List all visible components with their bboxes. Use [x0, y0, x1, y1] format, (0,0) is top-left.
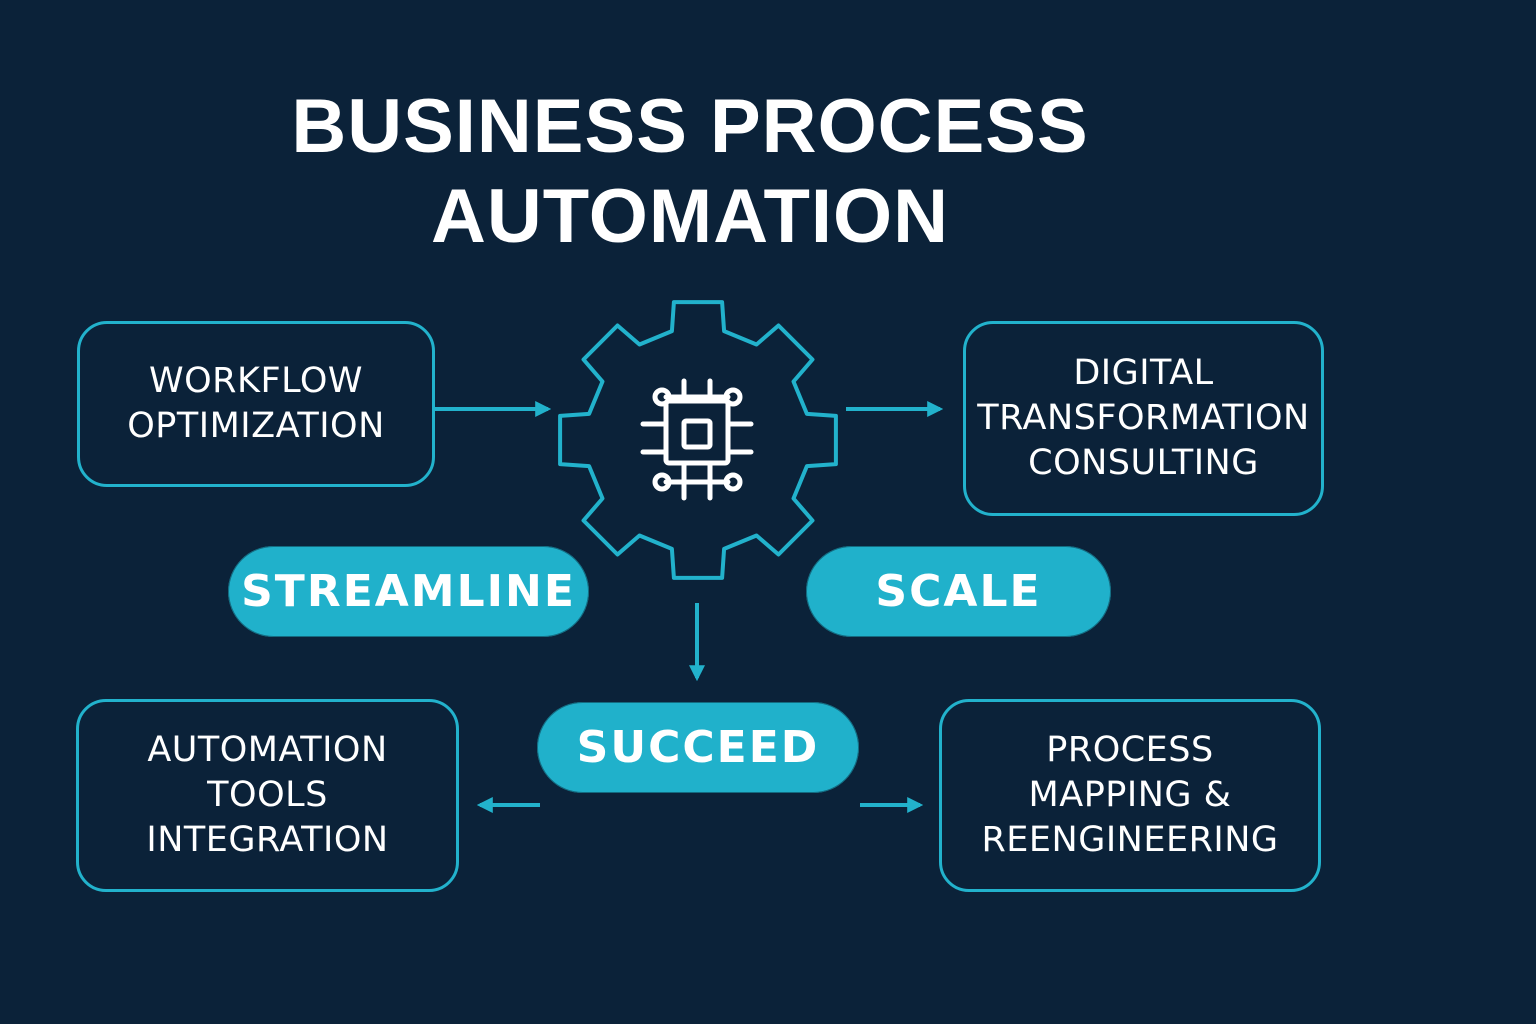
box-line: INTEGRATION	[146, 820, 389, 860]
box-line: DIGITAL	[1073, 353, 1214, 393]
pill-succeed: SUCCEED	[537, 702, 859, 793]
microchip-icon	[640, 378, 754, 501]
box-line: CONSULTING	[1028, 443, 1259, 483]
title-line-2: AUTOMATION	[430, 174, 950, 259]
box-line: OPTIMIZATION	[127, 406, 385, 446]
box-automation-tools: AUTOMATION TOOLS INTEGRATION	[76, 699, 459, 892]
pill-label: SUCCEED	[576, 722, 820, 773]
box-line: REENGINEERING	[981, 820, 1279, 860]
box-line: WORKFLOW	[149, 361, 363, 401]
pill-label: SCALE	[875, 566, 1042, 617]
gear-icon	[558, 300, 838, 580]
title-line-1: BUSINESS PROCESS	[291, 84, 1089, 169]
pill-streamline: STREAMLINE	[228, 546, 589, 637]
box-line: PROCESS	[1046, 730, 1214, 770]
page-title: BUSINESS PROCESS AUTOMATION	[190, 82, 1190, 262]
box-digital-transformation: DIGITAL TRANSFORMATION CONSULTING	[963, 321, 1324, 516]
box-line: TOOLS	[207, 775, 328, 815]
box-line: AUTOMATION	[147, 730, 388, 770]
pill-scale: SCALE	[806, 546, 1111, 637]
box-process-mapping: PROCESS MAPPING & REENGINEERING	[939, 699, 1321, 892]
box-workflow-optimization: WORKFLOW OPTIMIZATION	[77, 321, 435, 487]
box-line: TRANSFORMATION	[977, 398, 1310, 438]
box-line: MAPPING &	[1028, 775, 1232, 815]
pill-label: STREAMLINE	[241, 566, 576, 617]
